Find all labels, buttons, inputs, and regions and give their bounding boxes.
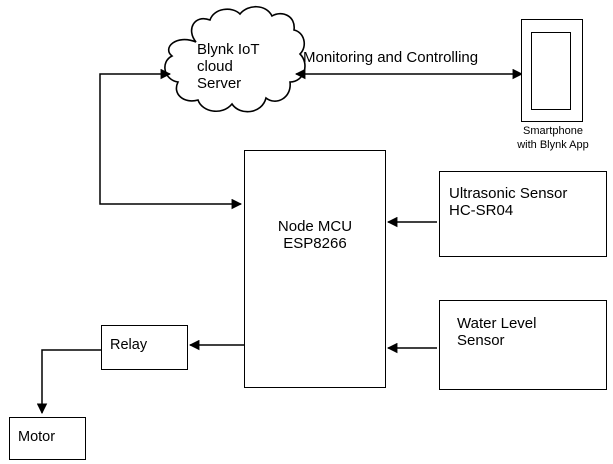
- cloud-server-label: Blynk IoT cloud Server: [197, 41, 260, 92]
- monitoring-controlling-label: Monitoring and Controlling: [303, 49, 479, 66]
- smartphone-icon: [521, 19, 583, 122]
- smartphone-label: Smartphone with Blynk App: [517, 125, 589, 152]
- relay-motor-link: [36, 349, 101, 415]
- ultrasonic-sensor-label: Ultrasonic Sensor HC-SR04: [449, 185, 568, 219]
- water-level-sensor-label: Water Level Sensor: [457, 315, 537, 349]
- motor-block: [9, 417, 86, 460]
- relay-block: [101, 325, 188, 370]
- cloud-mcu-link: [99, 68, 243, 210]
- water-level-sensor-block: [439, 300, 607, 390]
- relay-label: Relay: [110, 337, 148, 353]
- motor-label: Motor: [18, 429, 56, 445]
- node-mcu-block: [244, 150, 386, 388]
- node-mcu-label: Node MCU ESP8266: [277, 218, 353, 252]
- smartphone-screen: [531, 32, 571, 110]
- ultrasonic-sensor-block: [439, 171, 607, 257]
